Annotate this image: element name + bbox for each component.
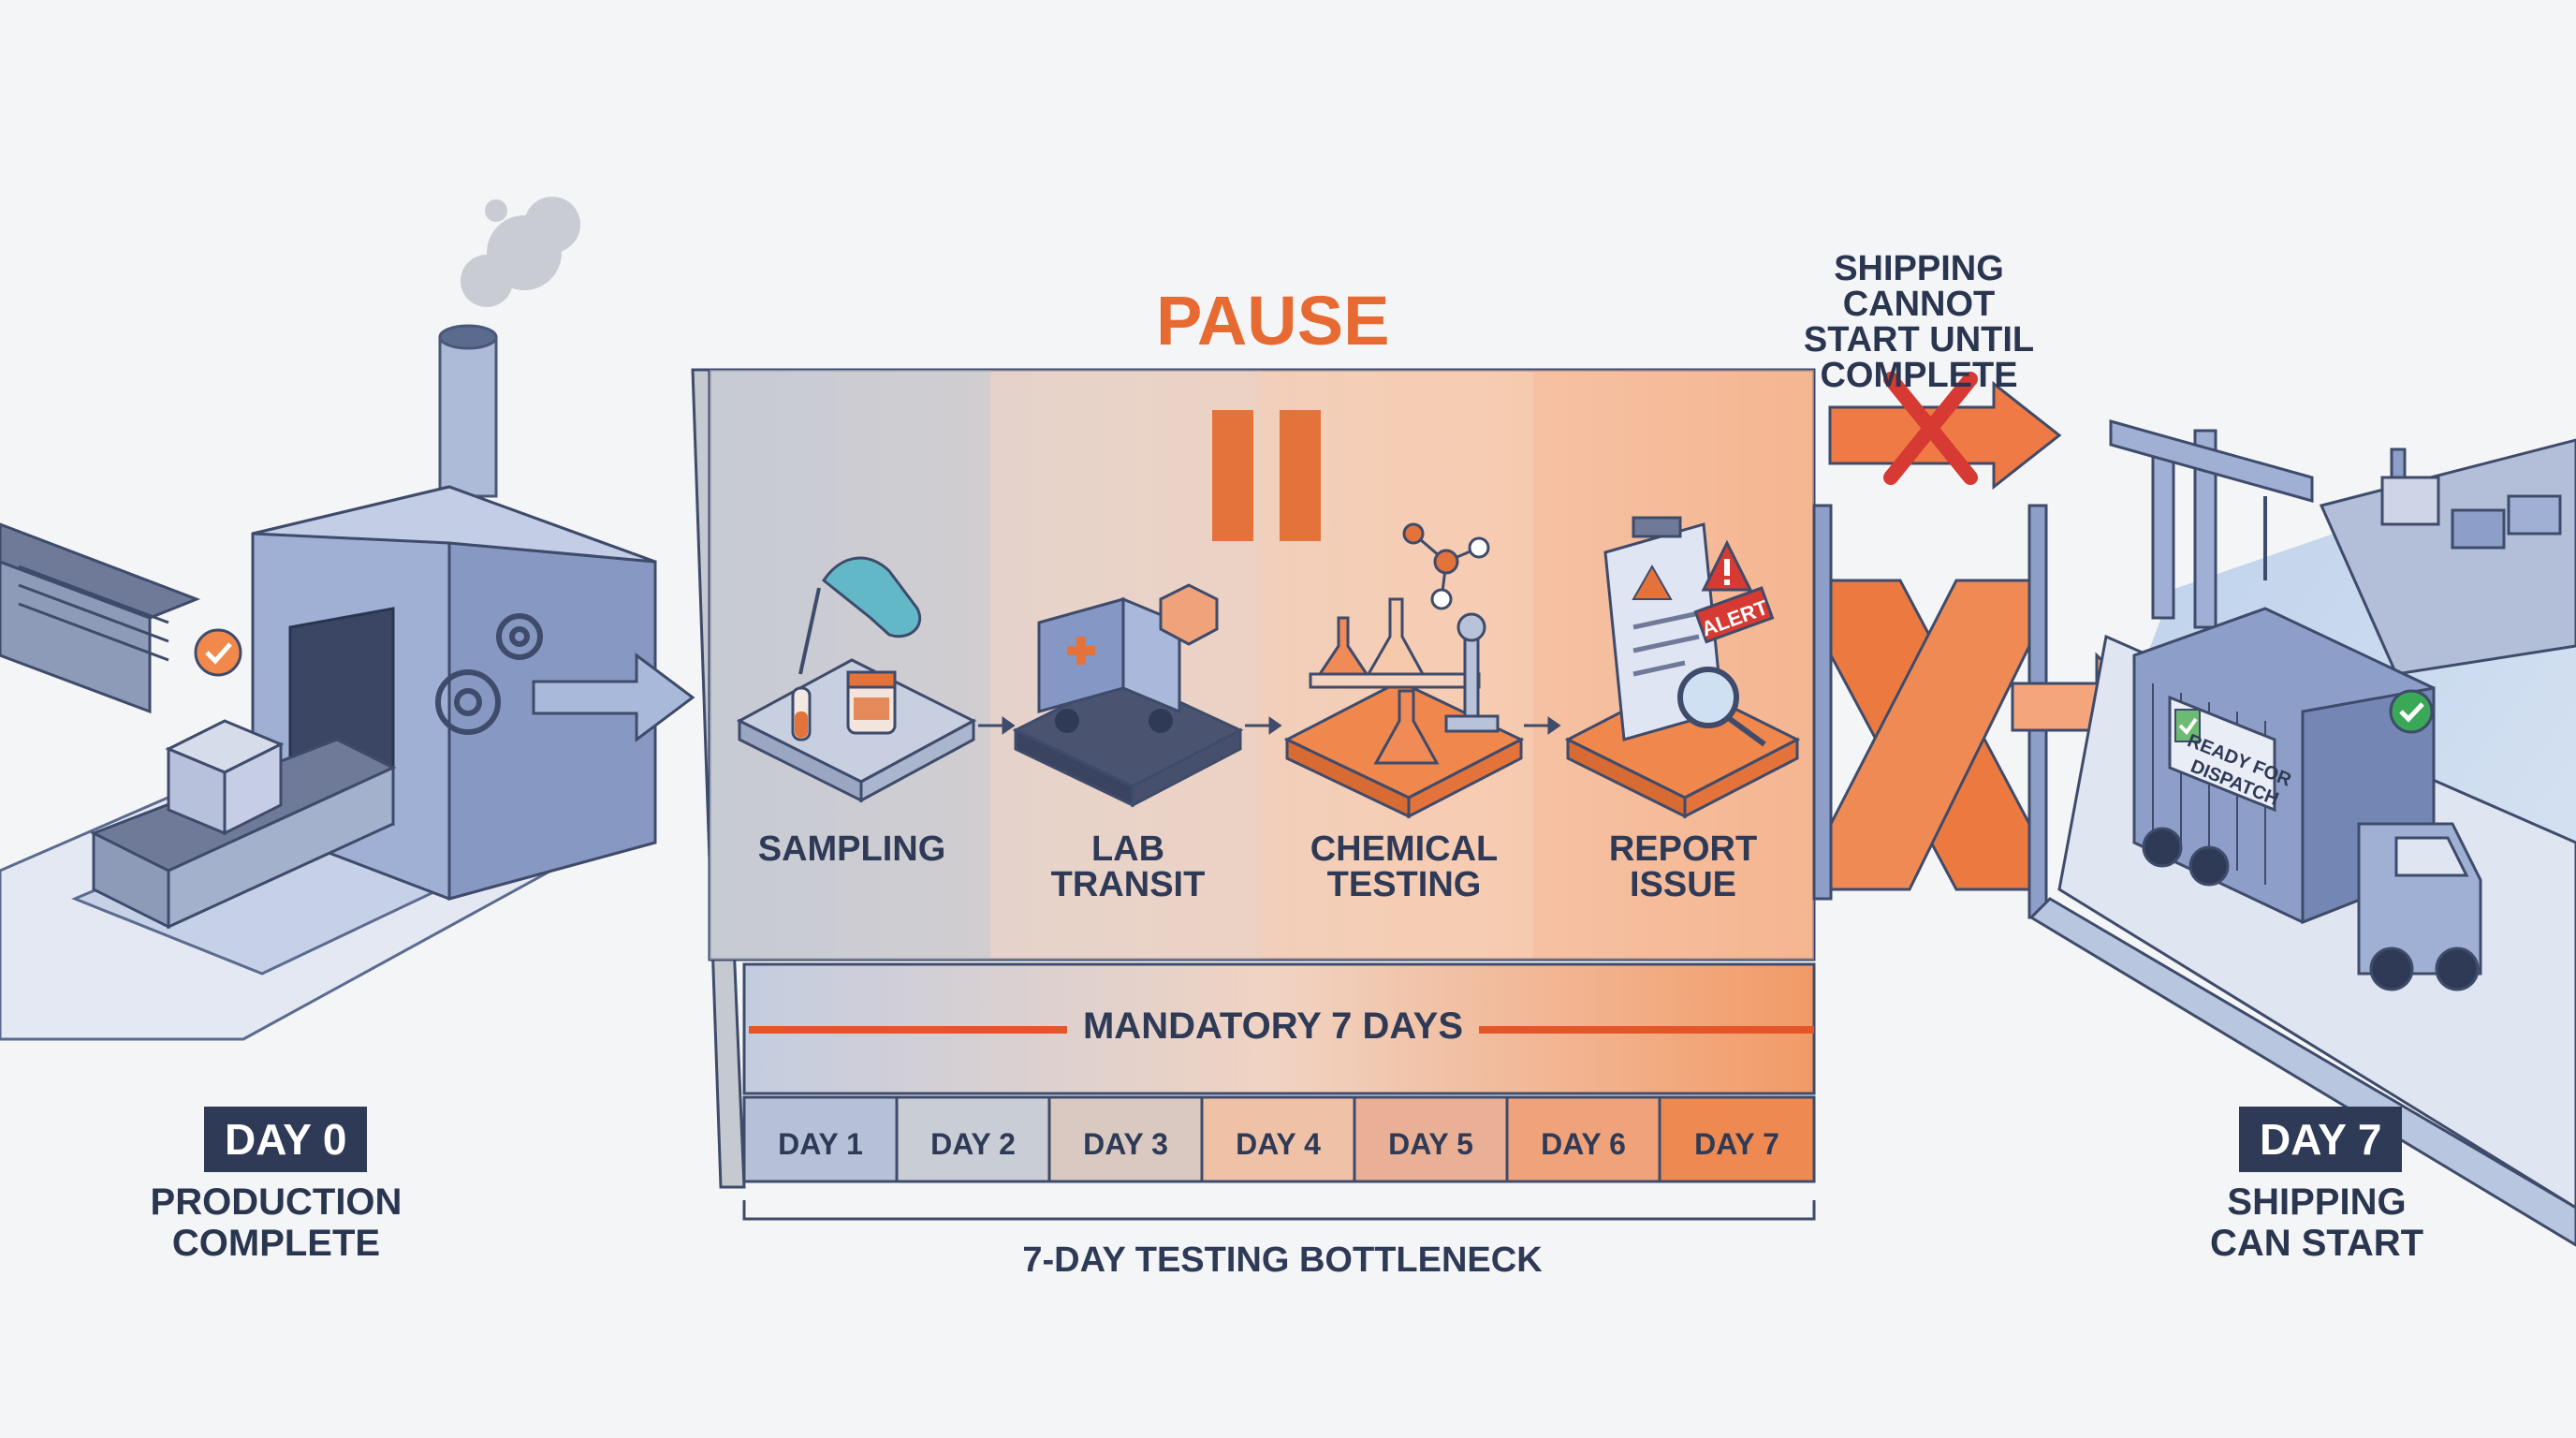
barrier-post-left xyxy=(1812,504,1833,901)
crane-icon xyxy=(2109,419,2314,629)
smoke-cloud xyxy=(461,197,580,307)
day-cell: DAY 2 xyxy=(930,1127,1016,1161)
production-caption-line2: COMPLETE xyxy=(171,1223,381,1264)
day-cell: DAY 5 xyxy=(1388,1127,1473,1161)
flask-icon xyxy=(1317,597,1440,765)
mandatory-days-label: MANDATORY 7 DAYS xyxy=(1082,1005,1463,1047)
blocked-note: SHIPPING CANNOT START UNTIL COMPLETE xyxy=(1760,251,2078,393)
day-7-badge: DAY 7 xyxy=(2239,1107,2403,1172)
production-caption-line1: PRODUCTION xyxy=(150,1181,402,1223)
check-pin-icon xyxy=(194,628,242,677)
gloved-hand-icon xyxy=(821,556,922,638)
chemical-testing-illustration xyxy=(1283,522,1525,819)
barricade-x xyxy=(1829,579,2031,891)
microscope-icon xyxy=(1444,612,1500,733)
blocked-note-line2: START UNTIL xyxy=(1803,320,2035,360)
shipping-caption: SHIPPING CAN START xyxy=(2181,1181,2452,1264)
step-arrows xyxy=(978,716,1561,735)
shipping-illustration: READY FOR DISPATCH xyxy=(2028,419,2576,1247)
conveyor-belt-left xyxy=(0,522,201,714)
package-box-icon xyxy=(165,719,285,836)
flow-arrow-to-testing xyxy=(532,653,695,742)
blocked-x-icon xyxy=(1883,372,1978,485)
day-cell: DAY 7 xyxy=(1694,1127,1779,1161)
day-0-badge: DAY 0 xyxy=(204,1107,368,1172)
lab-transit-illustration xyxy=(1012,583,1244,808)
day-cell: DAY 3 xyxy=(1083,1127,1168,1161)
magnifier-icon xyxy=(1677,667,1766,747)
day-cell: DAY 6 xyxy=(1541,1127,1626,1161)
step-label-line2: TESTING xyxy=(1326,865,1482,904)
gear-icon xyxy=(435,613,543,735)
parcel-icon xyxy=(1159,583,1219,646)
container-truck-icon: READY FOR DISPATCH xyxy=(2132,607,2482,991)
ready-check-icon xyxy=(2389,689,2434,734)
day-cell: DAY 1 xyxy=(778,1127,863,1161)
shipping-caption-line1: SHIPPING xyxy=(2227,1181,2407,1223)
production-caption: PRODUCTION COMPLETE xyxy=(131,1181,421,1264)
bottleneck-bracket xyxy=(742,1200,1816,1221)
blocked-note-line3: COMPLETE xyxy=(1820,356,2018,395)
step-label-line1: CHEMICAL xyxy=(1310,829,1499,869)
shipping-caption-line2: CAN START xyxy=(2209,1223,2424,1264)
bottleneck-label: 7-DAY TESTING BOTTLENECK xyxy=(1022,1240,1543,1280)
step-report-issue-label: REPORT ISSUE xyxy=(1561,831,1805,902)
factory-illustration xyxy=(0,197,695,1041)
blocked-note-line1: SHIPPING CANNOT xyxy=(1834,249,2004,324)
day-timeline xyxy=(742,1095,1816,1183)
step-label-line1: SAMPLING xyxy=(757,829,946,869)
step-label-line2: TRANSIT xyxy=(1050,865,1206,904)
step-lab-transit-label: LAB TRANSIT xyxy=(1006,831,1250,902)
day-cell: DAY 4 xyxy=(1236,1127,1321,1161)
molecule-icon xyxy=(1402,522,1490,610)
step-sampling-label: SAMPLING xyxy=(730,831,973,867)
step-label-line2: ISSUE xyxy=(1629,865,1737,904)
report-issue-illustration: ALERT xyxy=(1564,516,1801,819)
sampling-illustration xyxy=(736,556,977,803)
pause-title: PAUSE xyxy=(1156,282,1390,360)
testing-panel: ALERT xyxy=(691,368,1816,1221)
step-label-line1: REPORT xyxy=(1608,829,1758,869)
pause-icon xyxy=(1212,410,1321,541)
cargo-ship-icon xyxy=(2319,438,2576,676)
step-chemical-testing-label: CHEMICAL TESTING xyxy=(1282,831,1526,902)
step-label-line1: LAB xyxy=(1090,829,1165,869)
